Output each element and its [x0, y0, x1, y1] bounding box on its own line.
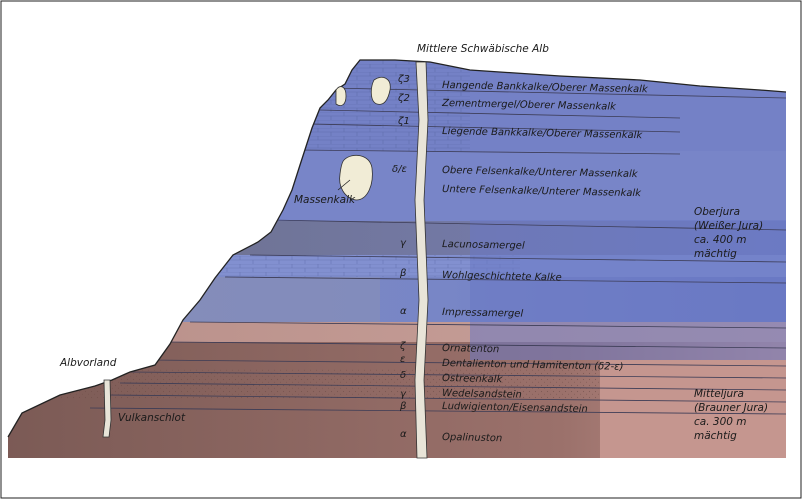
- unit-lacunosamergel: Lacunosamergel: [442, 239, 525, 252]
- mitteljura-label: Mitteljura (Brauner Jura) ca. 300 m mäch…: [694, 388, 768, 442]
- unit-wohlgeschichtete-kalke: Wohlgeschichtete Kalke: [442, 270, 562, 284]
- mitteljura-line-1: Mitteljura: [694, 388, 744, 400]
- unit-liegende-bankkalke: Liegende Bankkalke/Oberer Massenkalk: [442, 126, 644, 141]
- greek-zeta-mi: ζ: [399, 341, 406, 352]
- greek-eps-mi: ε: [400, 354, 406, 365]
- massenkalk-label: Massenkalk: [294, 194, 356, 206]
- unit-hangende-bankkalke: Hangende Bankkalke/Oberer Massenkalk: [442, 80, 649, 95]
- unit-ostreenkalk: Ostreenkalk: [442, 373, 504, 385]
- unit-ornatenton: Ornatenton: [442, 343, 499, 355]
- unit-zementmergel: Zementmergel/Oberer Massenkalk: [441, 98, 617, 113]
- oberjura-right-shade: [470, 220, 786, 360]
- oberjura-line-4: mächtig: [694, 248, 737, 260]
- greek-delta-eps: δ/ε: [392, 164, 407, 175]
- reef-body-cliff: [335, 86, 347, 106]
- greek-zeta3: ζ3: [397, 74, 410, 85]
- greek-beta-mi: β: [399, 401, 407, 412]
- mitteljura-line-3: ca. 300 m: [694, 416, 747, 428]
- albvorland-label: Albvorland: [59, 357, 117, 369]
- unit-impressamergel: Impressamergel: [442, 307, 524, 320]
- unit-dentalienton: Dentalienton und Hamitenton (δ2-ε): [442, 358, 624, 373]
- unit-untere-felsenkalke: Untere Felsenkalke/Unterer Massenkalk: [442, 184, 642, 199]
- oberjura-line-3: ca. 400 m: [694, 234, 747, 246]
- vulkanschlot-label: Vulkanschlot: [118, 412, 186, 424]
- terrain-outline: [7, 59, 787, 438]
- greek-alpha-ob: α: [400, 306, 407, 317]
- oberjura-line-2: (Weißer Jura): [694, 220, 763, 232]
- unit-opalinuston: Opalinuston: [442, 432, 502, 444]
- greek-delta-mi: δ: [400, 370, 406, 381]
- mitteljura-line-4: mächtig: [694, 430, 737, 442]
- oberjura-line-1: Oberjura: [694, 206, 740, 218]
- volcanic-vent-main: [414, 61, 429, 459]
- greek-zeta2: ζ2: [397, 93, 410, 104]
- mitteljura-line-2: (Brauner Jura): [694, 402, 768, 414]
- volcanic-vent-left: [102, 379, 112, 438]
- greek-alpha-mi: α: [400, 429, 407, 440]
- unit-obere-felsenkalke: Obere Felsenkalke/Unterer Massenkalk: [442, 165, 639, 180]
- oberjura-label: Oberjura (Weißer Jura) ca. 400 m mächtig: [694, 206, 763, 260]
- greek-beta-ob: β: [399, 268, 407, 279]
- boundaries: [89, 87, 786, 415]
- unit-wedelsandstein: Wedelsandstein: [442, 388, 522, 401]
- reef-body-upper: [370, 76, 391, 105]
- greek-gamma-ob: γ: [400, 238, 407, 249]
- massenkalk-pointer: [337, 179, 351, 191]
- massenkalk-body: [339, 154, 373, 201]
- greek-column: ζ3 ζ2 ζ1 δ/ε γ β α ζ ε δ γ β α: [392, 74, 410, 440]
- greek-zeta1: ζ1: [397, 116, 410, 127]
- page-title: Mittlere Schwäbische Alb: [417, 43, 549, 55]
- unit-ludwigienton: Ludwigienton/Eisensandstein: [442, 401, 588, 415]
- greek-gamma-mi: γ: [400, 389, 407, 400]
- unit-names: Hangende Bankkalke/Oberer Massenkalk Zem…: [441, 80, 649, 444]
